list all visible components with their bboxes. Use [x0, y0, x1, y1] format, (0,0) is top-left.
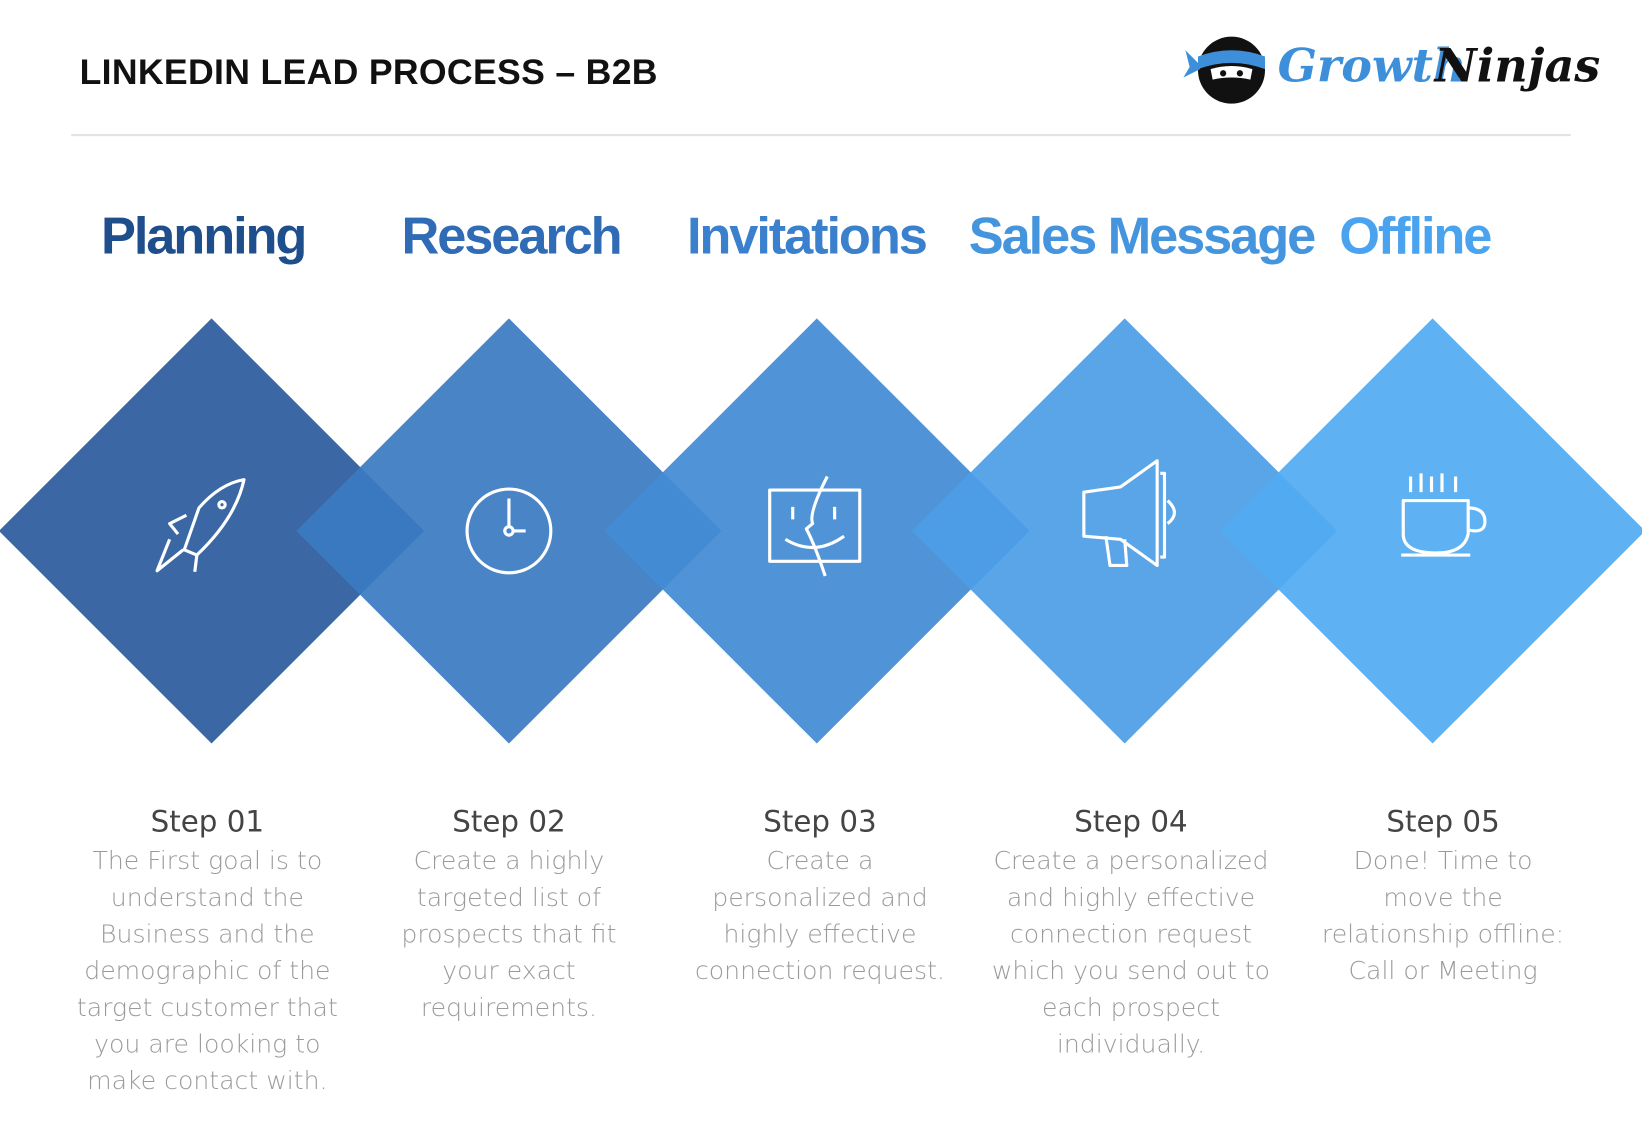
- diamond-planning: [0, 318, 425, 744]
- diamond-offline: [1219, 318, 1642, 744]
- phase-title-planning: Planning: [100, 206, 307, 265]
- step-label: Step 05: [1386, 804, 1500, 839]
- step-description: The First goal is to understand the Busi…: [76, 846, 338, 1096]
- step-description: Done! Time to move the relationship offl…: [1321, 846, 1565, 986]
- step-label: Step 01: [150, 804, 265, 839]
- step-label: Step 02: [452, 804, 566, 839]
- finder-face-icon: [768, 475, 862, 577]
- rocket-icon: [155, 478, 246, 573]
- step-04: Step 04 Create a personalized and highly…: [990, 804, 1273, 1063]
- logo-text-ninjas: Ninjas: [1434, 39, 1601, 94]
- phase-title-sales-message: Sales Message: [968, 206, 1316, 265]
- step-03: Step 03 Create a personalized and highly…: [689, 804, 951, 989]
- step-description: Create a personalized and highly effecti…: [991, 846, 1271, 1059]
- phase-title-research: Research: [401, 206, 623, 265]
- step-label: Step 04: [1074, 804, 1188, 839]
- step-01: Step 01 The First goal is to understand …: [71, 804, 343, 1099]
- clock-icon: [465, 487, 553, 575]
- divider: [71, 134, 1571, 137]
- coffee-cup-icon: [1401, 473, 1487, 557]
- diamond-research: [296, 318, 722, 744]
- step-05: Step 05 Done! Time to move the relations…: [1317, 804, 1568, 989]
- step-description: Create a highly targeted list of prospec…: [401, 846, 617, 1023]
- megaphone-icon: [1082, 459, 1176, 568]
- ninja-icon: [1183, 36, 1266, 104]
- step-02: Step 02 Create a highly targeted list of…: [394, 804, 624, 1026]
- step-label: Step 03: [763, 804, 877, 839]
- phase-title-invitations: Invitations: [686, 206, 928, 265]
- phase-title-offline: Offline: [1339, 206, 1492, 265]
- growth-ninjas-logo: Growth Ninjas: [1183, 31, 1600, 106]
- page-title: LINKEDIN LEAD PROCESS – B2B: [79, 52, 658, 93]
- logo-text-growth: Growth: [1277, 39, 1467, 94]
- step-description: Create a personalized and highly effecti…: [694, 846, 945, 986]
